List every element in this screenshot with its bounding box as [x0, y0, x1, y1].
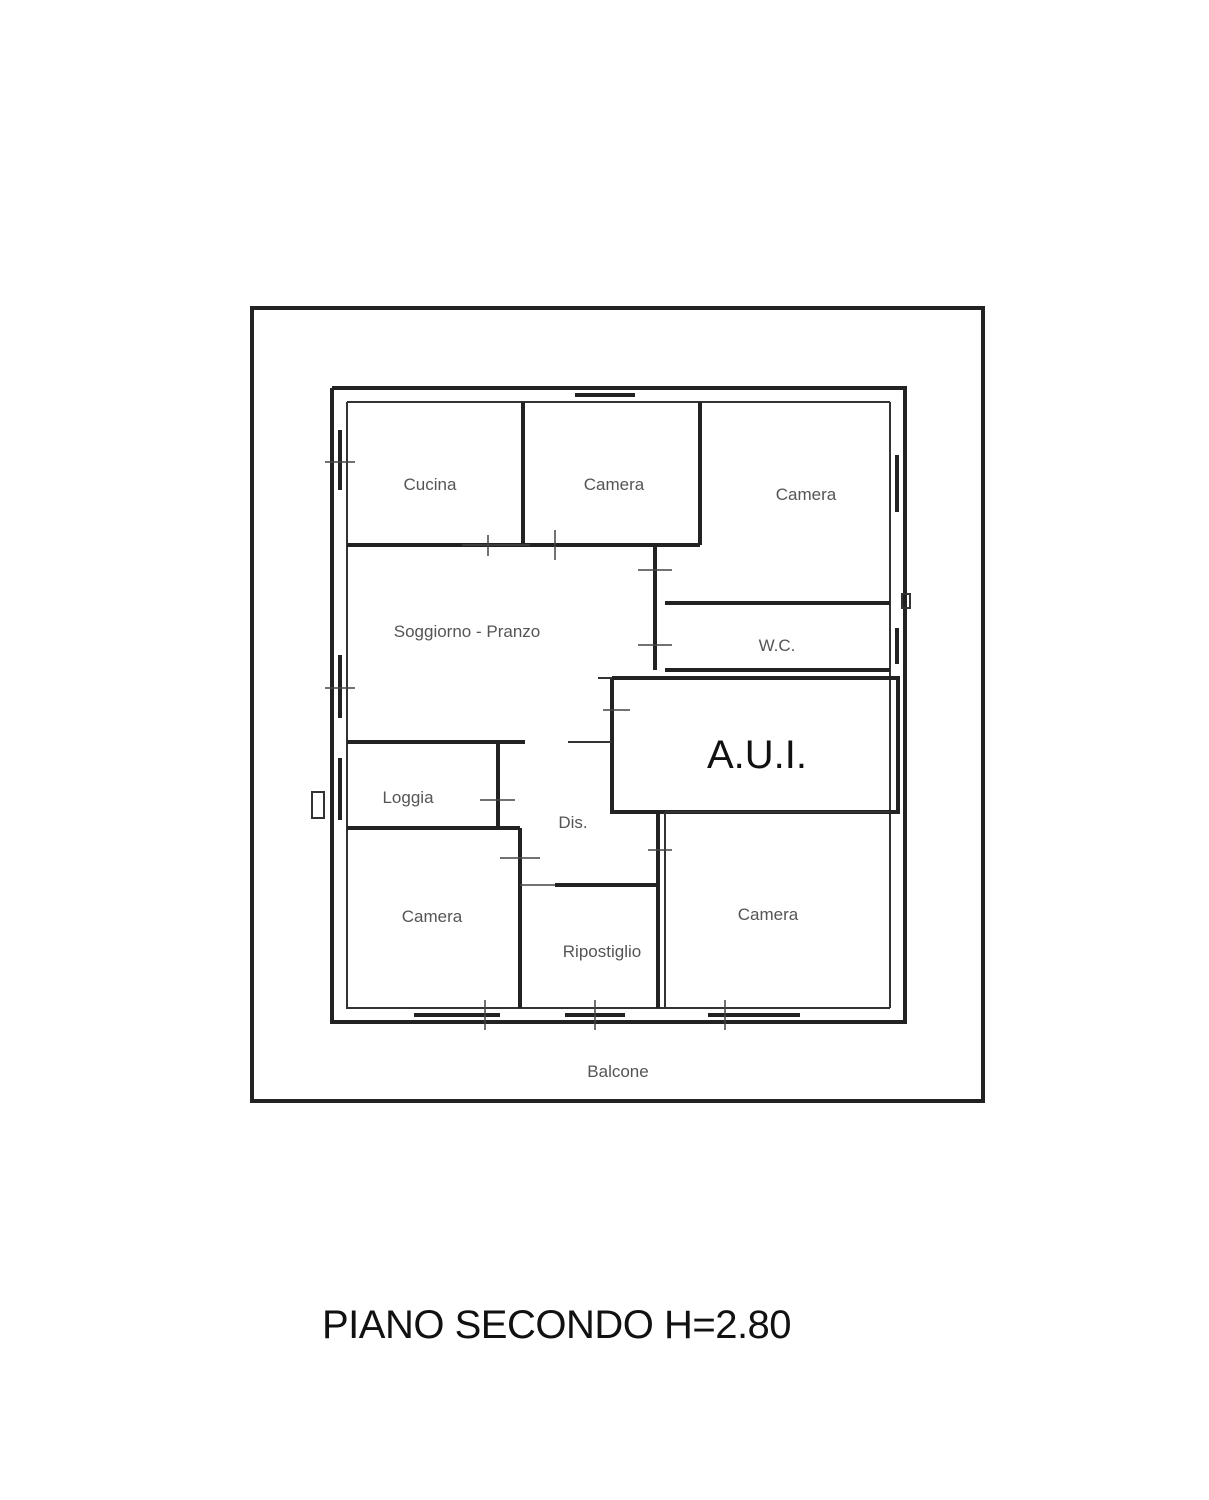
room-label-aui: A.U.I. — [707, 733, 807, 777]
room-label-camera-bottom-right: Camera — [738, 905, 799, 924]
room-label-soggiorno: Soggiorno - Pranzo — [394, 622, 540, 641]
room-label-loggia: Loggia — [382, 788, 434, 807]
exterior-walls — [330, 386, 907, 1024]
room-label-camera-bottom-left: Camera — [402, 907, 463, 926]
room-label-camera-top-middle: Camera — [584, 475, 645, 494]
room-label-cucina: Cucina — [404, 475, 457, 494]
interior-walls — [347, 402, 900, 1008]
openings — [311, 393, 911, 1030]
room-label-wc: W.C. — [759, 636, 796, 655]
room-label-balcone: Balcone — [587, 1062, 648, 1081]
plan-title: PIANO SECONDO H=2.80 — [322, 1303, 792, 1347]
room-label-disimpegno: Dis. — [558, 813, 587, 832]
room-label-ripostiglio: Ripostiglio — [563, 942, 641, 961]
room-label-camera-top-right: Camera — [776, 485, 837, 504]
balcony-outline — [250, 306, 985, 1103]
